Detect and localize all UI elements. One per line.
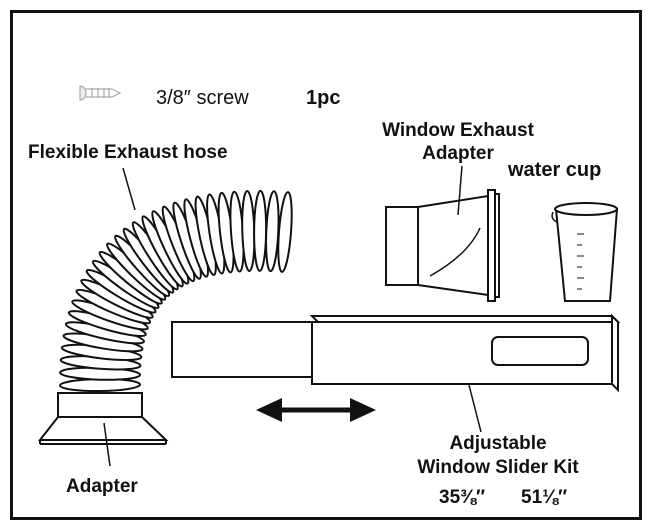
slider-kit-icon (171, 313, 621, 393)
slider-min-length: 35⅜″ (439, 487, 486, 508)
adapter-icon (37, 392, 169, 445)
window-adapter-label-line2: Adapter (422, 143, 494, 164)
hose-label: Flexible Exhaust hose (28, 142, 228, 163)
hose-rib (253, 189, 268, 272)
adapter-leader-line (103, 422, 111, 467)
hose-rib (277, 191, 293, 273)
double-arrow-icon (256, 398, 376, 422)
slider-max-length: 51⅛″ (521, 487, 568, 508)
screw-size-label: 3/8″ screw (156, 87, 249, 109)
screw-qty-label: 1pc (306, 87, 341, 109)
window-adapter-label-line1: Window Exhaust (382, 120, 534, 141)
slider-label-line1: Adjustable (449, 433, 547, 454)
hose-icon (59, 189, 293, 393)
window-adapter-leader-line (457, 165, 463, 216)
slider-leader-line (468, 384, 482, 433)
window-adapter-icon (385, 189, 500, 302)
adapter-label: Adapter (66, 476, 138, 497)
water-cup-label: water cup (508, 159, 602, 181)
water-cup-icon (551, 202, 619, 302)
slider-label-line2: Window Slider Kit (417, 457, 579, 478)
screw-icon (79, 85, 122, 101)
hose-leader-line (122, 167, 136, 211)
